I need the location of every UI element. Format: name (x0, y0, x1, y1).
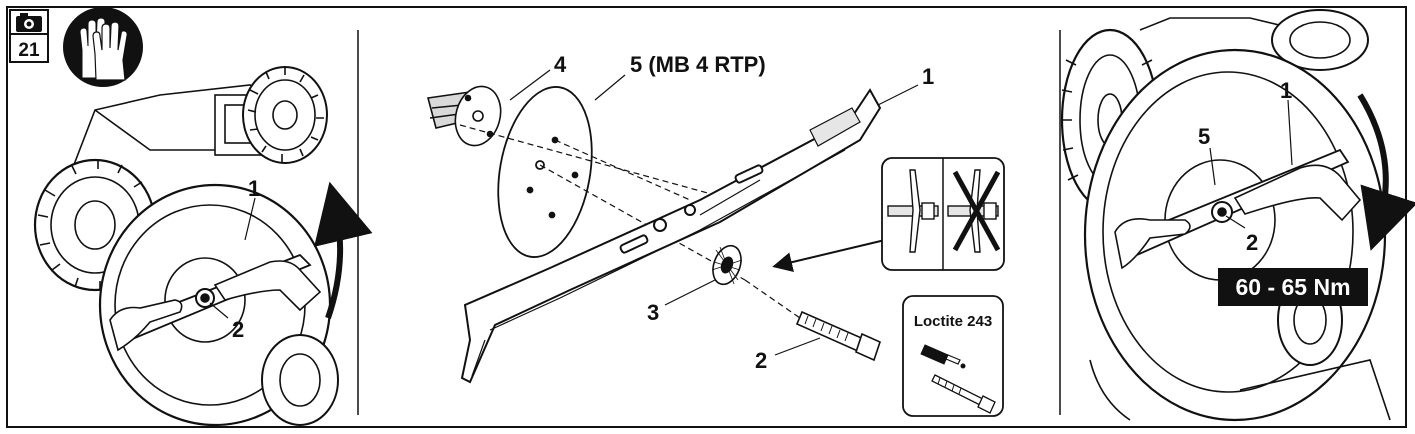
label-5-right: 5 (1198, 124, 1210, 149)
washer-orientation-inset (881, 157, 1005, 271)
leader-line-1-right (1287, 99, 1293, 166)
leader-line-2-center (774, 337, 821, 356)
threadlocker-inset: Loctite 243 (902, 295, 1004, 417)
label-1-center: 1 (922, 64, 934, 89)
motor-shaft-flange (426, 85, 502, 147)
label-5: 5 (MB 4 RTP) (630, 52, 766, 77)
leader-line-3 (664, 279, 716, 306)
adapter-disc (497, 86, 593, 258)
step-number: 21 (18, 40, 40, 61)
leader-line-1-left (244, 197, 256, 241)
torque-value: 60 - 65 Nm (1235, 274, 1350, 300)
label-2-center: 2 (755, 348, 767, 373)
leader-line-2-left (209, 302, 229, 319)
rear-wheel-right (242, 66, 328, 164)
label-4: 4 (554, 52, 567, 77)
blade-bolt (795, 310, 881, 362)
threadlocker-label: Loctite 243 (914, 313, 992, 330)
label-2-right: 2 (1246, 230, 1258, 255)
torque-spec-badge: 60 - 65 Nm (1218, 268, 1368, 306)
leader-line-1-center (877, 84, 919, 106)
cross-out-icon (952, 170, 1001, 252)
threadlocker-bottle-icon (920, 344, 966, 369)
rotation-arrow-right-icon (1357, 93, 1415, 251)
mower-blade (460, 88, 882, 384)
conical-washer (711, 244, 743, 286)
label-1-right: 1 (1280, 78, 1292, 103)
leader-line-2-right (1225, 215, 1246, 229)
gloves-icon (63, 7, 143, 87)
leader-line-5 (594, 74, 626, 101)
step-badge: 21 (9, 9, 49, 63)
camera-icon (16, 13, 42, 32)
leader-line-5-right (1209, 147, 1216, 186)
mower-illustration-right (1060, 9, 1391, 422)
label-1-left: 1 (248, 176, 260, 201)
leader-line-4 (509, 69, 551, 101)
mower-illustration-left (33, 66, 339, 427)
alignment-lines (459, 124, 801, 319)
label-3: 3 (647, 300, 659, 325)
correct-orientation (887, 169, 939, 253)
label-2-left: 2 (232, 317, 244, 342)
rotation-arrow-icon (314, 181, 373, 319)
pointer-arrow (772, 239, 886, 272)
threadlocker-bolt-icon (931, 374, 996, 414)
